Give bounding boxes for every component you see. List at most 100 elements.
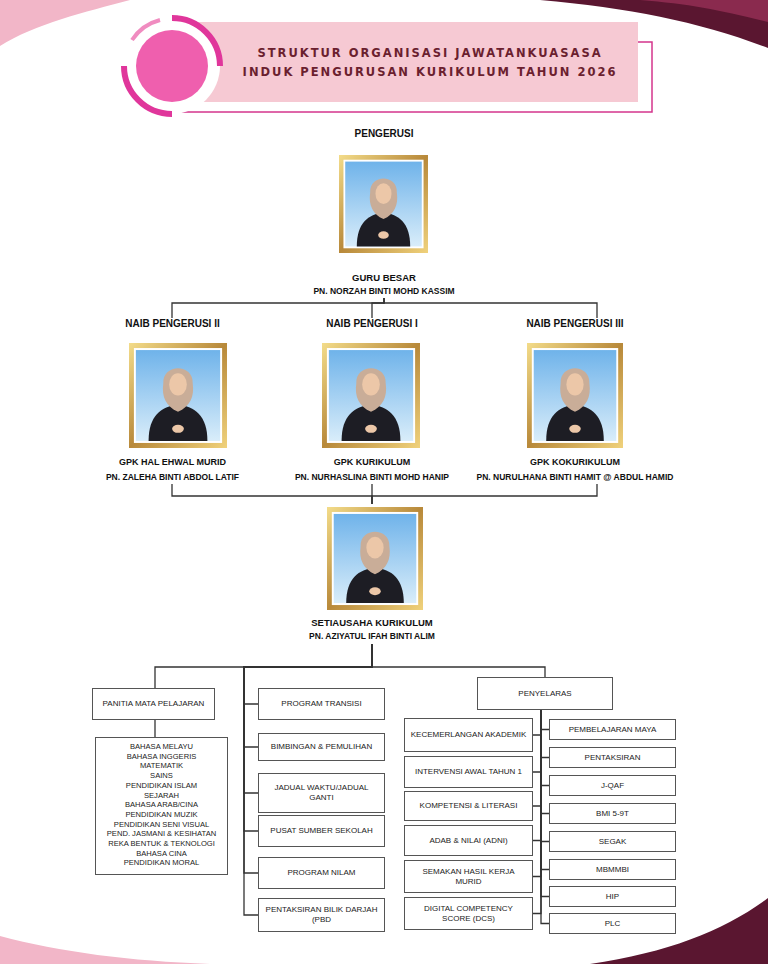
connector-line bbox=[533, 710, 541, 735]
connector-line bbox=[541, 710, 549, 786]
box-label: INTERVENSI AWAL TAHUN 1 bbox=[415, 767, 522, 777]
box-label: DIGITAL COMPETENCY SCORE (DCS) bbox=[410, 904, 527, 924]
subject-item: BAHASA CINA bbox=[96, 849, 227, 859]
chair-card: PENGERUSIGURU BESARPN. NORZAH BINTI MOHD… bbox=[300, 128, 468, 298]
unit-box: PEMBELAJARAN MAYA bbox=[549, 719, 676, 740]
connector-line bbox=[541, 710, 549, 842]
portrait-photo bbox=[129, 343, 227, 448]
connector-line bbox=[541, 710, 549, 730]
unit-box: BMI 5-9T bbox=[549, 803, 676, 824]
unit-box: BIMBINGAN & PEMULIHAN bbox=[258, 733, 385, 761]
role-heading: NAIB PENGERUSI I bbox=[288, 318, 456, 330]
role-heading: NAIB PENGERUSI II bbox=[85, 318, 260, 330]
person-name: PN. NORZAH BINTI MOHD KASSIM bbox=[300, 285, 468, 297]
box-label: KOMPETENSI & LITERASI bbox=[420, 801, 518, 811]
position-title: GPK HAL EHWAL MURID bbox=[85, 456, 260, 468]
box-label: KECEMERLANGAN AKADEMIK bbox=[411, 730, 527, 740]
subject-item: BAHASA ARAB/CINA bbox=[96, 800, 227, 810]
diagram-title: STRUKTUR ORGANISASI JAWATANKUASASA INDUK… bbox=[228, 28, 632, 98]
connector-line bbox=[533, 710, 541, 914]
unit-box: HIP bbox=[549, 886, 676, 907]
person-name: PN. NURULHANA BINTI HAMIT @ ABDUL HAMID bbox=[452, 471, 698, 483]
box-label: SEGAK bbox=[599, 837, 627, 847]
box-label: PENTAKSIRAN BILIK DARJAH (PBD bbox=[264, 905, 379, 925]
subject-item: REKA BENTUK & TEKNOLOGI bbox=[96, 839, 227, 849]
box-label: J-QAF bbox=[601, 781, 624, 791]
subject-item: MATEMATIK bbox=[96, 761, 227, 771]
unit-box: PROGRAM TRANSISI bbox=[258, 688, 385, 720]
connector-line bbox=[154, 720, 155, 737]
unit-box: KOMPETENSI & LITERASI bbox=[404, 791, 533, 821]
box-label: PROGRAM NILAM bbox=[287, 868, 355, 878]
unit-box: MBMMBI bbox=[549, 859, 676, 880]
corner-decoration bbox=[640, 0, 768, 22]
title-circle bbox=[124, 18, 220, 114]
connector-line bbox=[533, 710, 541, 877]
person-name: PN. AZIYATUL IFAH BINTI ALIM bbox=[292, 630, 452, 642]
unit-box: SEGAK bbox=[549, 831, 676, 852]
box-label: PROGRAM TRANSISI bbox=[281, 699, 361, 709]
role-heading: PENGERUSI bbox=[300, 128, 468, 140]
subject-item: PENDIDIKAN SENI VISUAL bbox=[96, 820, 227, 830]
connector-line bbox=[172, 298, 384, 318]
subject-item: PENDIDIKAN ISLAM bbox=[96, 781, 227, 791]
connector-line bbox=[172, 484, 372, 504]
connector-line bbox=[155, 644, 372, 688]
unit-box: PENTAKSIRAN bbox=[549, 747, 676, 768]
group-box: PENYELARAS bbox=[477, 677, 613, 710]
portrait-photo bbox=[327, 507, 423, 610]
position-title: GPK KOKURIKULUM bbox=[452, 456, 698, 468]
secretary-card: SETIAUSAHA KURIKULUMPN. AZIYATUL IFAH BI… bbox=[292, 504, 452, 644]
connector-line bbox=[371, 484, 372, 504]
box-label: PLC bbox=[605, 919, 621, 929]
connector-line bbox=[533, 710, 541, 806]
unit-box: ADAB & NILAI (ADNI) bbox=[404, 825, 533, 856]
box-label: JADUAL WAKTU/JADUAL GANTI bbox=[264, 783, 379, 803]
connector-line bbox=[533, 710, 541, 772]
portrait-photo bbox=[322, 343, 420, 448]
corner-decoration bbox=[0, 936, 210, 964]
subject-item: SEJARAH bbox=[96, 791, 227, 801]
vice-chair-card: NAIB PENGERUSI III GPK KOKURIKULUM PN. NUR… bbox=[452, 318, 698, 484]
connector-line bbox=[541, 710, 549, 897]
box-label: BIMBINGAN & PEMULIHAN bbox=[271, 742, 372, 752]
box-label: PEMBELAJARAN MAYA bbox=[569, 725, 657, 735]
person-name: PN. ZALEHA BINTI ABDOL LATIF bbox=[85, 471, 260, 483]
box-label: PANITIA MATA PELAJARAN bbox=[103, 699, 205, 709]
unit-box: PENTAKSIRAN BILIK DARJAH (PBD bbox=[258, 898, 385, 932]
title-band bbox=[155, 22, 638, 102]
box-label: ADAB & NILAI (ADNI) bbox=[429, 836, 507, 846]
connector-line bbox=[372, 298, 384, 318]
position-title: GPK KURIKULUM bbox=[288, 456, 456, 468]
unit-box: J-QAF bbox=[549, 775, 676, 796]
box-label: PUSAT SUMBER SEKOLAH bbox=[270, 826, 372, 836]
subject-item: BAHASA INGGERIS bbox=[96, 752, 227, 762]
subject-item: PENDIDIKAN MUZIK bbox=[96, 810, 227, 820]
subject-item: PEND. JASMANI & KESIHATAN bbox=[96, 829, 227, 839]
box-label: PENYELARAS bbox=[518, 689, 571, 699]
box-label: BMI 5-9T bbox=[596, 809, 629, 819]
group-box: PANITIA MATA PELAJARAN bbox=[92, 688, 215, 720]
connector-line bbox=[384, 298, 597, 318]
portrait-photo bbox=[339, 155, 428, 253]
subject-item: PENDIDIKAN MORAL bbox=[96, 858, 227, 868]
subject-item: BAHASA MELAYU bbox=[96, 742, 227, 752]
unit-box: DIGITAL COMPETENCY SCORE (DCS) bbox=[404, 897, 533, 930]
box-label: SEMAKAN HASIL KERJA MURID bbox=[410, 867, 527, 887]
unit-box: INTERVENSI AWAL TAHUN 1 bbox=[404, 756, 533, 788]
connector-line bbox=[533, 710, 541, 841]
role-heading: NAIB PENGERUSI III bbox=[452, 318, 698, 330]
portrait-photo bbox=[527, 343, 623, 448]
connector-line bbox=[541, 710, 549, 758]
unit-box: PUSAT SUMBER SEKOLAH bbox=[258, 815, 385, 847]
connector-line bbox=[372, 644, 545, 677]
unit-box: SEMAKAN HASIL KERJA MURID bbox=[404, 860, 533, 893]
unit-box: PLC bbox=[549, 913, 676, 934]
connector-line bbox=[541, 710, 549, 870]
position-title: SETIAUSAHA KURIKULUM bbox=[292, 617, 452, 629]
subject-item: SAINS bbox=[96, 771, 227, 781]
box-label: MBMMBI bbox=[596, 865, 629, 875]
connector-line bbox=[372, 484, 597, 504]
connector-line bbox=[541, 710, 549, 924]
